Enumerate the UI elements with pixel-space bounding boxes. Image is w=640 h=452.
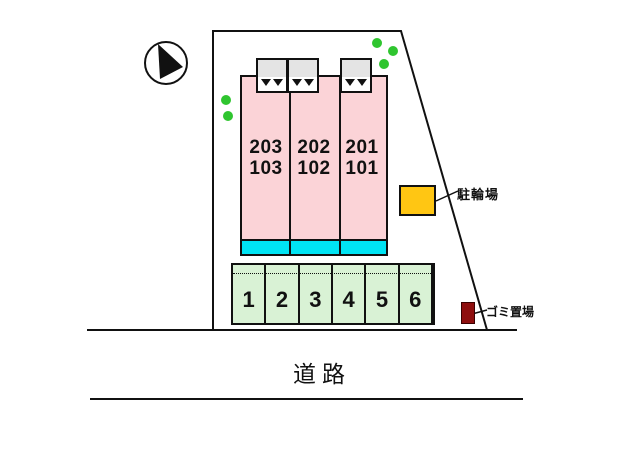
triangle-down-icon	[357, 79, 368, 86]
tree-icon	[388, 46, 398, 56]
triangle-down-icon	[304, 79, 315, 86]
bicycle-parking-leader-line	[435, 190, 459, 202]
balcony-divider	[289, 241, 291, 254]
entrance-porch	[256, 58, 288, 93]
tree-icon	[223, 111, 233, 121]
parking-space: 6	[400, 265, 433, 323]
garbage-area-box	[461, 302, 475, 324]
balcony-divider	[339, 241, 341, 254]
property-boundary-line	[212, 30, 488, 331]
parking-lot: 1 2 3 4 5 6	[231, 263, 435, 325]
unit-number-upper: 202	[297, 137, 331, 158]
parking-space: 1	[233, 265, 267, 323]
parking-space: 5	[366, 265, 400, 323]
tree-icon	[372, 38, 382, 48]
tree-icon	[221, 95, 231, 105]
entrance-porch	[287, 58, 319, 93]
bicycle-parking-box	[399, 185, 436, 216]
north-arrow-icon	[144, 41, 188, 85]
bicycle-parking-label: 駐輪場	[457, 187, 500, 202]
building-unit: 202 102	[290, 77, 338, 239]
parking-space: 3	[300, 265, 333, 323]
unit-divider	[289, 77, 291, 239]
building-unit: 201 101	[338, 77, 386, 239]
unit-number-lower: 101	[345, 158, 379, 179]
entrance-porch	[340, 58, 372, 93]
parking-space: 4	[333, 265, 367, 323]
entrance-step	[289, 77, 317, 91]
triangle-down-icon	[291, 79, 302, 86]
entrance-step	[342, 77, 370, 91]
garbage-area-label: ゴミ置場	[486, 305, 535, 319]
unit-divider	[339, 77, 341, 239]
road-label: 道路	[293, 361, 351, 387]
triangle-down-icon	[344, 79, 355, 86]
unit-number-lower: 102	[297, 158, 331, 179]
parking-stall-dashed-line	[233, 273, 433, 274]
parking-space: 2	[266, 265, 300, 323]
building-unit: 203 103	[242, 77, 290, 239]
balcony-strip	[240, 239, 388, 256]
unit-number-lower: 103	[249, 158, 283, 179]
triangle-down-icon	[260, 79, 271, 86]
unit-number-upper: 203	[249, 137, 283, 158]
building-block: 203 103 202 102 201 101	[240, 75, 388, 241]
entrance-step	[258, 77, 286, 91]
tree-icon	[379, 59, 389, 69]
unit-number-upper: 201	[345, 137, 379, 158]
triangle-down-icon	[273, 79, 284, 86]
